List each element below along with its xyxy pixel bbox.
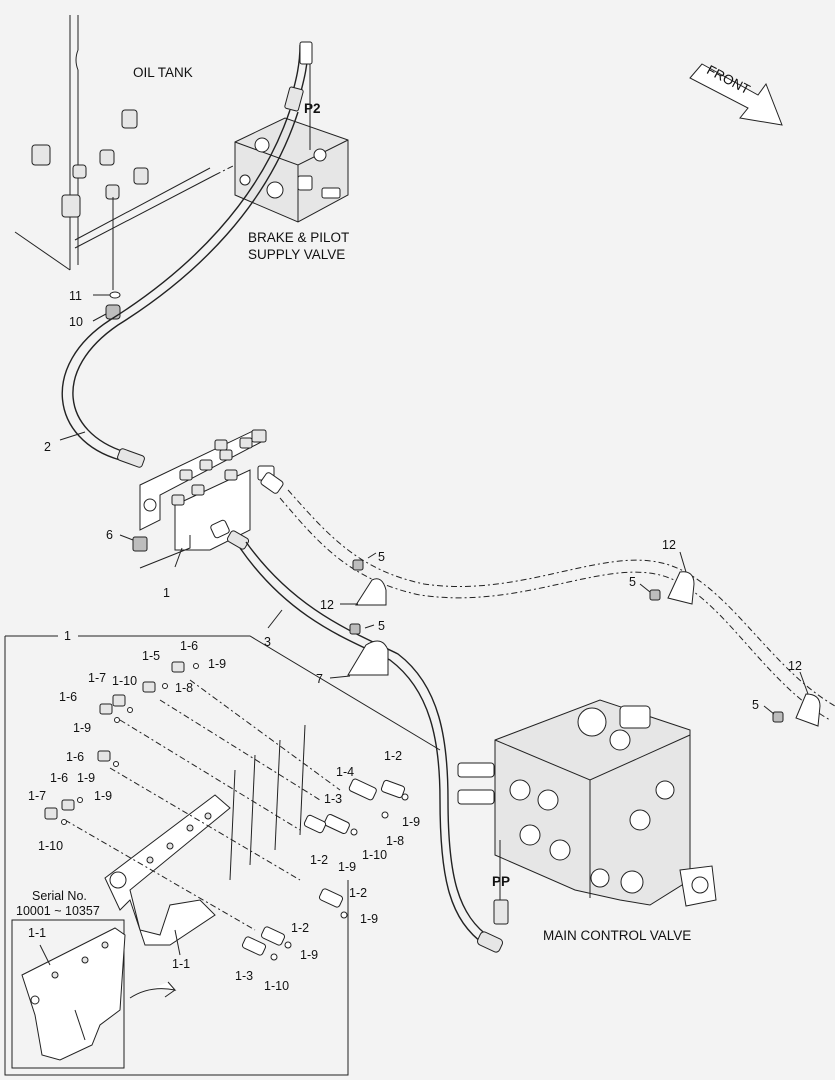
callout-1-7-b: 1-7 bbox=[28, 789, 46, 803]
callout-1-3-a: 1-3 bbox=[324, 792, 342, 806]
detail-box: 1 bbox=[4, 629, 441, 1076]
port-pp-label: PP bbox=[492, 874, 510, 889]
callout-1-1-a: 1-1 bbox=[172, 957, 190, 971]
callout-1-5: 1-5 bbox=[142, 649, 160, 663]
callout-1-bracket: 1 bbox=[163, 586, 170, 600]
serial-inset: Serial No. 10001 ~ 10357 1-1 bbox=[11, 889, 177, 1069]
callout-1-2-a: 1-2 bbox=[384, 749, 402, 763]
callout-1-6-d: 1-6 bbox=[50, 771, 68, 785]
callout-7: 7 bbox=[316, 672, 323, 686]
callout-3: 3 bbox=[264, 635, 271, 649]
callout-1-10-a: 1-10 bbox=[112, 674, 137, 688]
callout-12-c: 12 bbox=[788, 659, 802, 673]
callout-1-2-b: 1-2 bbox=[310, 853, 328, 867]
main-control-valve-label: MAIN CONTROL VALVE bbox=[543, 928, 691, 943]
callout-6: 6 bbox=[106, 528, 113, 542]
oil-tank: OIL TANK bbox=[14, 15, 246, 290]
callout-1-7-a: 1-7 bbox=[88, 671, 106, 685]
callout-1-8-a: 1-8 bbox=[175, 681, 193, 695]
callout-1-10-b: 1-10 bbox=[38, 839, 63, 853]
tank-fitting bbox=[31, 109, 149, 218]
plug-part-10: 11 10 bbox=[69, 289, 121, 329]
callout-1-9-e: 1-9 bbox=[402, 815, 420, 829]
callout-1-10-d: 1-10 bbox=[264, 979, 289, 993]
callout-11: 11 bbox=[69, 289, 82, 303]
callout-1-9-b: 1-9 bbox=[73, 721, 91, 735]
callout-1-8-b: 1-8 bbox=[386, 834, 404, 848]
callout-10: 10 bbox=[69, 315, 83, 329]
callout-1-detail: 1 bbox=[64, 629, 71, 643]
detail-fittings bbox=[44, 661, 409, 961]
hose-dashed bbox=[260, 472, 835, 721]
callout-1-4: 1-4 bbox=[336, 765, 354, 779]
callout-5-a: 5 bbox=[378, 550, 385, 564]
clamp-12-a: 5 12 bbox=[320, 550, 387, 612]
callout-5-b: 5 bbox=[378, 619, 385, 633]
front-arrow: FRONT bbox=[689, 62, 783, 126]
valve-label-line1: BRAKE & PILOT bbox=[248, 230, 349, 245]
callout-1-6-c: 1-6 bbox=[66, 750, 84, 764]
callout-5-d: 5 bbox=[752, 698, 759, 712]
callout-1-6-b: 1-6 bbox=[59, 690, 77, 704]
brake-pilot-supply-valve: BRAKE & PILOT SUPPLY VALVE P2 bbox=[234, 60, 349, 262]
callout-1-9-d: 1-9 bbox=[94, 789, 112, 803]
serial-label-line1: Serial No. bbox=[32, 889, 87, 903]
oil-tank-label: OIL TANK bbox=[133, 65, 193, 80]
callout-12-b: 12 bbox=[662, 538, 676, 552]
hose-2: 2 bbox=[44, 41, 313, 468]
clamp-7: 5 7 bbox=[316, 619, 389, 686]
callout-1-9-c: 1-9 bbox=[77, 771, 95, 785]
port-p2-label: P2 bbox=[304, 101, 321, 116]
callout-1-2-d: 1-2 bbox=[291, 921, 309, 935]
main-control-valve: MAIN CONTROL VALVE PP bbox=[457, 699, 717, 943]
callout-1-3-b: 1-3 bbox=[235, 969, 253, 983]
clamp-12-b: 5 12 bbox=[629, 538, 695, 605]
clamp-12-c: 5 12 bbox=[752, 659, 821, 727]
callout-2: 2 bbox=[44, 440, 51, 454]
manifold-bracket: 1 6 bbox=[106, 429, 275, 600]
callout-1-9-h: 1-9 bbox=[300, 948, 318, 962]
callout-1-2-c: 1-2 bbox=[349, 886, 367, 900]
callout-1-9-a: 1-9 bbox=[208, 657, 226, 671]
callout-5-c: 5 bbox=[629, 575, 636, 589]
callout-1-9-g: 1-9 bbox=[360, 912, 378, 926]
serial-label-line2: 10001 ~ 10357 bbox=[16, 904, 100, 918]
callout-12-a: 12 bbox=[320, 598, 334, 612]
callout-1-9-f: 1-9 bbox=[338, 860, 356, 874]
callout-1-1-b: 1-1 bbox=[28, 926, 46, 940]
hose-3: 3 bbox=[210, 519, 504, 953]
valve-label-line2: SUPPLY VALVE bbox=[248, 247, 345, 262]
callout-1-10-c: 1-10 bbox=[362, 848, 387, 862]
callout-1-6-a: 1-6 bbox=[180, 639, 198, 653]
